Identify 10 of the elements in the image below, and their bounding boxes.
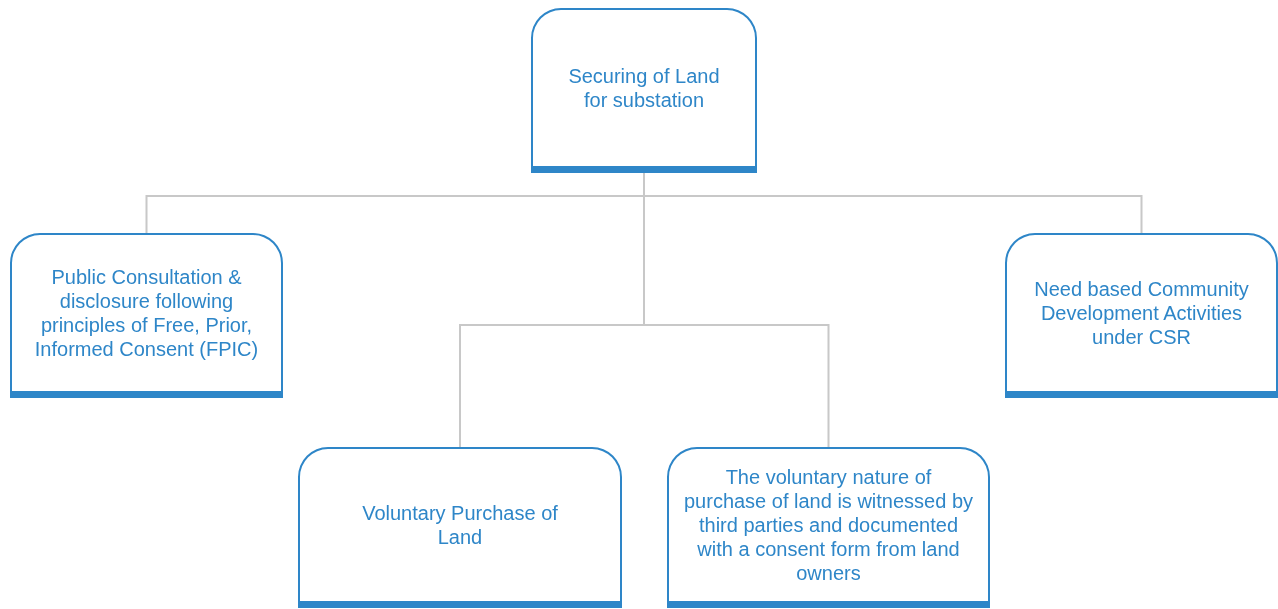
box-text: Voluntary Purchase of Land xyxy=(361,501,559,549)
process-box xyxy=(10,233,283,398)
process-box xyxy=(1005,233,1278,398)
box-text: Public Consultation & disclosure following principles of Free, Prior, Informed Consent (FPIC) xyxy=(33,265,260,361)
process-box xyxy=(667,447,990,608)
box-text: The voluntary nature of purchase of land is witnessed by third parties and documented with a consent form from land owners xyxy=(683,465,974,585)
box-text: Securing of Land for substation xyxy=(567,64,721,112)
process-box xyxy=(531,8,757,173)
process-box xyxy=(298,447,622,608)
box-text: Need based Community Development Activities under CSR xyxy=(1033,277,1250,349)
